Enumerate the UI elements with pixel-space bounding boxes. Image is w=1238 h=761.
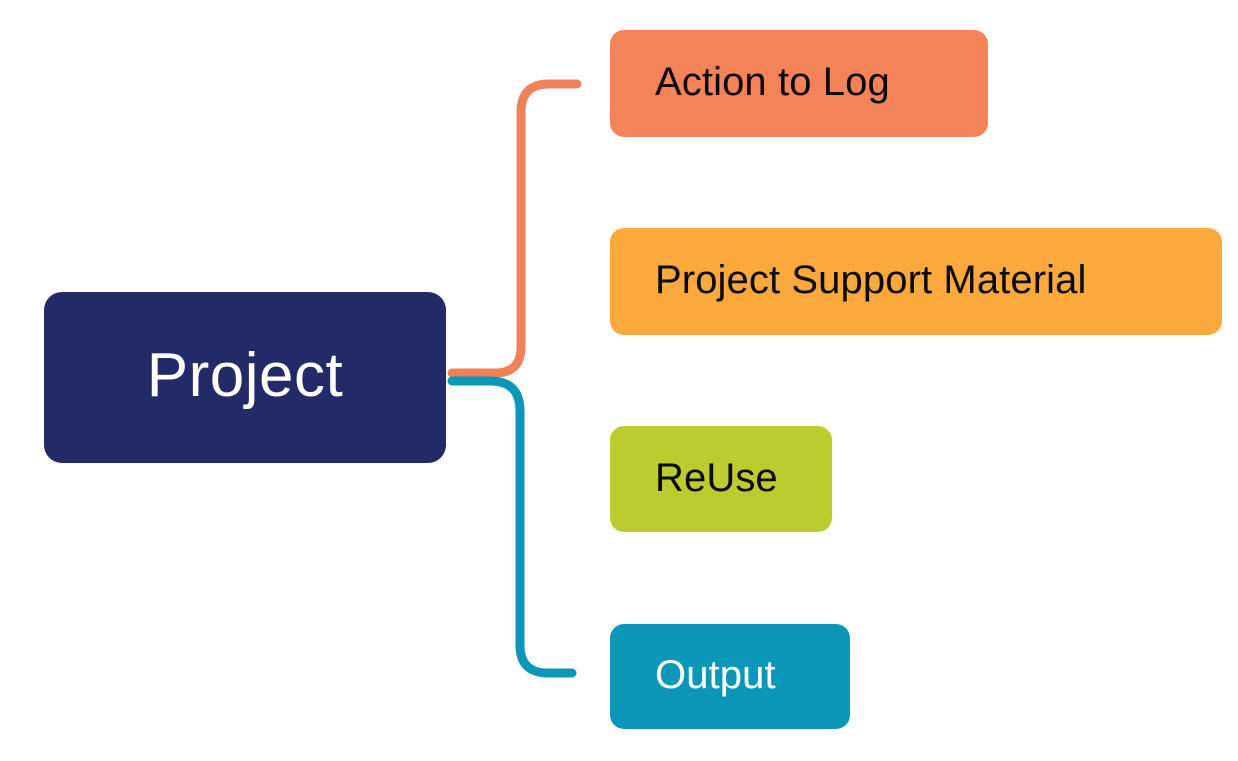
branch-node-project-support-material[interactable]: Project Support Material: [610, 228, 1222, 335]
branch-node-output[interactable]: Output: [610, 624, 850, 729]
root-node-label: Project: [146, 340, 344, 410]
root-node-project[interactable]: Project: [44, 292, 446, 463]
branch-node-label-action-to-log: Action to Log: [655, 60, 890, 104]
branch-node-reuse[interactable]: ReUse: [610, 426, 832, 532]
branch-node-label-output: Output: [655, 653, 776, 697]
branch-node-action-to-log[interactable]: Action to Log: [610, 30, 988, 137]
lower-branch-connector-path: [447, 376, 577, 678]
branch-node-label-reuse: ReUse: [655, 455, 778, 500]
branch-node-label-project-support-material: Project Support Material: [655, 258, 1087, 302]
upper-branch-connector-path: [447, 79, 582, 378]
